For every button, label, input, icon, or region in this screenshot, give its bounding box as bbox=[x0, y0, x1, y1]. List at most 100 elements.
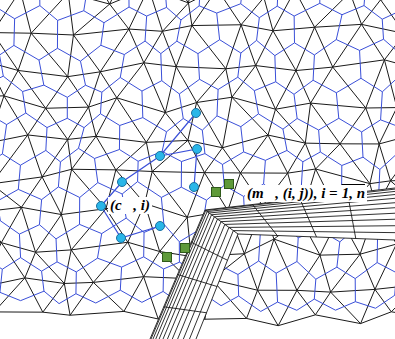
dual-edge bbox=[277, 6, 294, 16]
dual-edge bbox=[257, 18, 260, 41]
dual-edge bbox=[67, 118, 84, 127]
dual-edge bbox=[241, 0, 244, 4]
dual-edge bbox=[377, 263, 395, 273]
dual-edge bbox=[120, 55, 124, 78]
index-range: 1, n bbox=[342, 185, 365, 202]
dual-edge bbox=[166, 119, 183, 132]
layer-normal bbox=[300, 199, 317, 237]
dual-edge bbox=[217, 116, 241, 127]
layer-line bbox=[167, 208, 395, 339]
dual-edge bbox=[239, 296, 261, 311]
cell-marker bbox=[156, 152, 165, 161]
cell-marker bbox=[117, 234, 126, 243]
dual-edge bbox=[56, 239, 58, 262]
dual-edge bbox=[119, 150, 138, 162]
mesh-edge bbox=[366, 108, 379, 144]
mesh-edge bbox=[149, 0, 163, 31]
dual-edge bbox=[276, 262, 297, 274]
dual-edge bbox=[274, 56, 276, 82]
dual-edge bbox=[320, 152, 342, 166]
dual-edge bbox=[3, 76, 22, 91]
dual-edge bbox=[7, 113, 26, 125]
mesh-edge bbox=[273, 27, 315, 31]
mesh-edge bbox=[73, 4, 109, 35]
layer-normal bbox=[191, 242, 227, 260]
dual-edge bbox=[144, 257, 164, 269]
mesh-edge bbox=[379, 108, 395, 144]
mesh-edge bbox=[192, 24, 241, 26]
dual-edge bbox=[80, 61, 85, 85]
dual-edge bbox=[23, 92, 26, 114]
mesh-edge bbox=[146, 140, 187, 142]
dual-edge bbox=[336, 40, 359, 51]
mesh-edge bbox=[93, 242, 127, 282]
dual-edge bbox=[361, 78, 382, 92]
dual-edge bbox=[314, 40, 336, 55]
dual-edge bbox=[316, 267, 337, 279]
mesh-edge bbox=[361, 24, 384, 59]
mesh-edge bbox=[391, 312, 395, 321]
dual-edge bbox=[14, 45, 39, 60]
dual-edge bbox=[360, 50, 361, 78]
mesh-edge bbox=[391, 179, 395, 181]
dual-edge bbox=[342, 6, 364, 15]
dual-edge bbox=[21, 291, 44, 300]
dual-edge bbox=[120, 267, 121, 290]
mesh-edge bbox=[226, 66, 256, 69]
dual-edge bbox=[382, 19, 383, 39]
dual-edge bbox=[44, 85, 67, 97]
dual-edge bbox=[337, 267, 355, 278]
dual-edge bbox=[336, 93, 338, 119]
dual-edge bbox=[378, 169, 380, 190]
mesh-edge bbox=[1, 243, 25, 278]
dual-edge bbox=[78, 148, 94, 158]
dual-edge bbox=[167, 7, 181, 20]
mesh-edge bbox=[25, 278, 64, 284]
mesh-edge bbox=[36, 252, 65, 283]
dual-edge bbox=[258, 114, 282, 129]
mesh-edge bbox=[361, 312, 392, 324]
mesh-edge bbox=[176, 67, 196, 103]
mesh-edge bbox=[244, 254, 257, 290]
dual-edge bbox=[362, 120, 381, 132]
dual-edge bbox=[381, 92, 383, 120]
mesh-edge bbox=[89, 107, 96, 136]
dual-edge bbox=[0, 0, 2, 7]
dual-edge bbox=[380, 152, 395, 170]
dual-edge bbox=[129, 7, 147, 16]
mesh-edge bbox=[222, 135, 268, 148]
mesh-edge bbox=[68, 107, 89, 139]
dual-edge bbox=[58, 162, 60, 187]
mesh-edge bbox=[278, 315, 315, 326]
dual-edge bbox=[23, 85, 44, 91]
mesh-edge bbox=[152, 171, 204, 172]
dual-edge bbox=[122, 257, 144, 267]
dual-edge bbox=[376, 295, 395, 308]
dual-edge bbox=[142, 291, 163, 302]
dual-edge bbox=[100, 114, 119, 126]
dual-edge bbox=[95, 158, 98, 182]
dual-edge bbox=[0, 76, 3, 85]
mesh-edge bbox=[315, 315, 360, 324]
dual-edge bbox=[0, 55, 3, 76]
dual-edge bbox=[79, 197, 80, 224]
mesh-edge bbox=[71, 209, 106, 250]
mesh-edge bbox=[68, 0, 73, 35]
dual-edge bbox=[355, 263, 377, 279]
dual-edge bbox=[67, 85, 85, 97]
dual-edge bbox=[39, 48, 57, 60]
dual-edge bbox=[261, 302, 278, 311]
dual-edge bbox=[221, 296, 239, 306]
dual-edge bbox=[177, 20, 181, 41]
dual-edge bbox=[161, 197, 163, 224]
mesh-edge bbox=[274, 239, 297, 290]
mesh-edge bbox=[311, 103, 340, 144]
dual-edge bbox=[21, 258, 42, 272]
mesh-edge bbox=[340, 143, 379, 144]
dual-edge bbox=[56, 224, 79, 239]
dual-edge bbox=[161, 41, 177, 53]
mesh-edge bbox=[297, 290, 315, 315]
dual-edge bbox=[254, 91, 258, 114]
layer-line bbox=[159, 198, 395, 339]
layer-normal bbox=[205, 210, 238, 234]
